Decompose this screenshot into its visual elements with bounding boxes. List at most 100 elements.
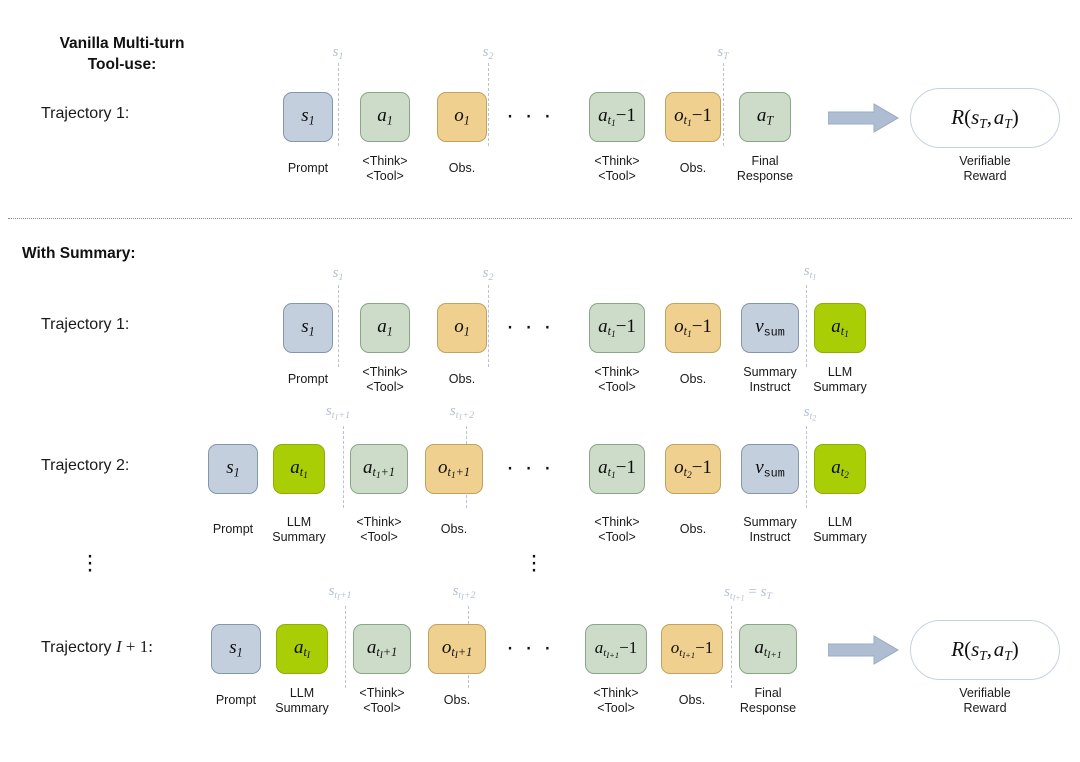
caption-obs: Obs. bbox=[655, 161, 731, 176]
state-divider bbox=[345, 606, 346, 688]
state-divider bbox=[343, 426, 344, 508]
state-tag-s-tI1-eq-sT: stI+1 = sT bbox=[724, 584, 772, 603]
caption-verifiable-reward: Verifiable Reward bbox=[945, 686, 1025, 716]
token-box-v-sum: vsum bbox=[741, 303, 799, 353]
caption-think-tool: <Think> <Tool> bbox=[577, 515, 657, 545]
caption-think-tool: <Think> <Tool> bbox=[577, 154, 657, 184]
token-box-a-t1: at1 bbox=[814, 303, 866, 353]
caption-text: LLM Summary bbox=[813, 515, 867, 544]
caption-obs: Obs. bbox=[419, 693, 495, 708]
caption-llm-summary: LLM Summary bbox=[800, 365, 880, 395]
reward-capsule: R(sT, aT) bbox=[910, 88, 1060, 148]
token-box-o1: o1 bbox=[437, 303, 487, 353]
vanilla-title-line1: Vanilla Multi-turn bbox=[59, 35, 185, 52]
caption-text: Verifiable Reward bbox=[959, 686, 1011, 715]
caption-think-tool: <Think> <Tool> bbox=[339, 515, 419, 545]
row-label-suffix: + 1: bbox=[121, 637, 153, 656]
state-divider bbox=[806, 285, 807, 367]
caption-final-response: Final Response bbox=[725, 154, 805, 184]
caption-text: LLM Summary bbox=[813, 365, 867, 394]
token-box-a-t1: at1 bbox=[273, 444, 325, 494]
section-divider bbox=[8, 218, 1072, 219]
caption-text: <Think> <Tool> bbox=[594, 515, 640, 544]
token-box-a-tI: atI bbox=[276, 624, 328, 674]
state-tag-s-tIp2: stI+2 bbox=[452, 583, 476, 602]
caption-text: <Think> <Tool> bbox=[594, 154, 640, 183]
token-box-o-tI1-minus1: otI+1−1 bbox=[661, 624, 723, 674]
horizontal-ellipsis: · · · bbox=[506, 315, 553, 339]
row-label-summary-traj2: Trajectory 2: bbox=[41, 456, 129, 476]
state-tag-s2: s2 bbox=[482, 265, 494, 283]
caption-obs: Obs. bbox=[655, 522, 731, 537]
hdots-text: · · · bbox=[506, 454, 554, 481]
caption-obs: Obs. bbox=[416, 522, 492, 537]
caption-text: LLM Summary bbox=[272, 515, 326, 544]
caption-text: Verifiable Reward bbox=[959, 154, 1011, 183]
state-divider bbox=[338, 285, 339, 367]
state-tag-s1: s1 bbox=[332, 44, 344, 62]
caption-text: Obs. bbox=[678, 693, 706, 707]
caption-text: Prompt bbox=[212, 522, 254, 536]
token-box-a-t1p1: at1+1 bbox=[350, 444, 408, 494]
horizontal-ellipsis: · · · bbox=[506, 104, 553, 128]
caption-think-tool: <Think> <Tool> bbox=[576, 686, 656, 716]
token-box-a-tIp1: atI+1 bbox=[353, 624, 411, 674]
vertical-ellipsis-mid: ··· bbox=[530, 542, 538, 583]
caption-text: Obs. bbox=[679, 161, 707, 175]
state-tag-s-t1p1: st1+1 bbox=[325, 403, 351, 422]
vertical-ellipsis-left: ··· bbox=[86, 542, 94, 583]
row-label-text: Trajectory 1: bbox=[41, 316, 130, 333]
caption-obs: Obs. bbox=[424, 161, 500, 176]
state-divider bbox=[488, 285, 489, 367]
caption-text: Prompt bbox=[215, 693, 257, 707]
caption-think-tool: <Think> <Tool> bbox=[577, 365, 657, 395]
state-tag-s1: s1 bbox=[332, 265, 344, 283]
caption-text: <Think> <Tool> bbox=[362, 154, 408, 183]
token-box-s1: s1 bbox=[283, 303, 333, 353]
state-divider bbox=[723, 63, 724, 146]
state-divider bbox=[731, 606, 732, 688]
caption-text: Obs. bbox=[448, 372, 476, 386]
caption-obs: Obs. bbox=[655, 372, 731, 387]
caption-text: Prompt bbox=[287, 161, 329, 175]
caption-summary-instruct: Summary Instruct bbox=[729, 365, 811, 395]
state-divider bbox=[806, 426, 807, 508]
caption-text: Obs. bbox=[448, 161, 476, 175]
section-title-summary: With Summary: bbox=[22, 243, 222, 264]
token-box-a-tI1-final: atI+1 bbox=[739, 624, 797, 674]
caption-text: <Think> <Tool> bbox=[356, 515, 402, 544]
state-tag-s-tIp1: stI+1 bbox=[328, 583, 352, 602]
token-box-a1: a1 bbox=[360, 92, 410, 142]
token-box-a-t1-1: at1−1 bbox=[589, 444, 645, 494]
caption-text: <Think> <Tool> bbox=[594, 365, 640, 394]
caption-think-tool: <Think> <Tool> bbox=[345, 365, 425, 395]
token-box-a-T: aT bbox=[739, 92, 791, 142]
caption-text: Obs. bbox=[679, 372, 707, 386]
caption-think-tool: <Think> <Tool> bbox=[342, 686, 422, 716]
token-box-v-sum: vsum bbox=[741, 444, 799, 494]
caption-llm-summary: LLM Summary bbox=[259, 515, 339, 545]
caption-llm-summary: LLM Summary bbox=[800, 515, 880, 545]
token-box-o-tIp1: otI+1 bbox=[428, 624, 486, 674]
caption-summary-instruct: Summary Instruct bbox=[729, 515, 811, 545]
row-label-text: Trajectory 1: bbox=[41, 105, 130, 122]
caption-obs: Obs. bbox=[654, 693, 730, 708]
caption-prompt: Prompt bbox=[193, 522, 273, 537]
token-box-a-t1-1: at1−1 bbox=[589, 303, 645, 353]
row-label-vanilla-traj1: Trajectory 1: bbox=[41, 104, 129, 124]
state-tag-s-t2: st2 bbox=[803, 404, 817, 423]
caption-verifiable-reward: Verifiable Reward bbox=[945, 154, 1025, 184]
flow-arrow bbox=[828, 103, 899, 133]
caption-text: Obs. bbox=[679, 522, 707, 536]
caption-text: Final Response bbox=[739, 686, 797, 715]
token-box-s1: s1 bbox=[208, 444, 258, 494]
state-tag-s2: s2 bbox=[482, 44, 494, 62]
horizontal-ellipsis: · · · bbox=[506, 456, 553, 480]
horizontal-ellipsis: · · · bbox=[506, 636, 553, 660]
row-label-text: Trajectory 2: bbox=[41, 457, 130, 474]
caption-text: Prompt bbox=[287, 372, 329, 386]
caption-text: Summary Instruct bbox=[743, 365, 797, 394]
row-label-summary-traj1: Trajectory 1: bbox=[41, 315, 129, 335]
state-tag-s-t1p2: st1+2 bbox=[449, 403, 475, 422]
